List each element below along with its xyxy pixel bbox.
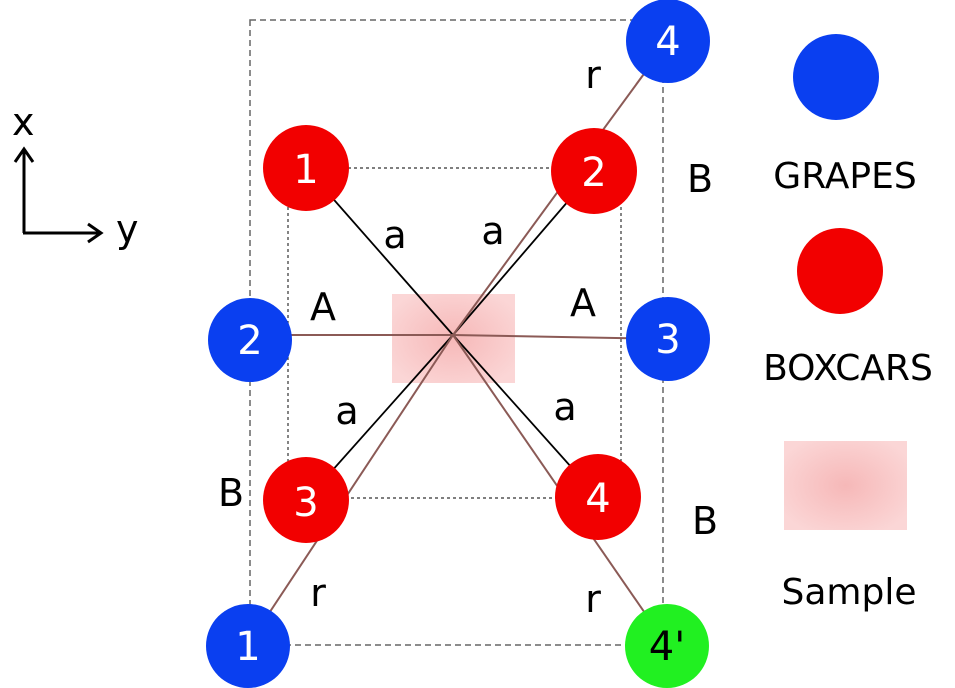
- legend-sample-swatch: [784, 441, 907, 530]
- y-axis-label: y: [116, 207, 139, 251]
- distance-a-lower-left: a: [335, 389, 358, 433]
- x-axis-arrowhead: [13, 146, 35, 163]
- legend-sample-label: Sample: [782, 572, 917, 613]
- grape-markers: 4 2 3 1 4': [206, 0, 710, 688]
- distance-a-upper-left: a: [383, 213, 406, 257]
- grape-marker-4p: 4': [625, 604, 709, 688]
- grape-marker-2: 2: [208, 298, 292, 382]
- grape-4p-label: 4': [649, 624, 685, 670]
- boxcar-1-label: 1: [293, 147, 318, 193]
- legend: GRAPES BOXCARS Sample: [763, 34, 933, 613]
- y-axis-arrowhead: [87, 222, 104, 244]
- boxcar-2-label: 2: [581, 150, 606, 196]
- distance-A-right: A: [570, 281, 596, 325]
- distance-labels: a a a a A A B B B r r r: [218, 53, 718, 621]
- legend-boxcars-swatch: [797, 228, 883, 314]
- legend-grapes-label: GRAPES: [773, 156, 916, 197]
- sample-square: [392, 294, 515, 383]
- boxcar-marker-2: 2: [551, 128, 637, 214]
- axis-indicator: x y: [12, 100, 139, 251]
- grape-marker-4: 4: [626, 0, 710, 83]
- distance-A-left: A: [310, 285, 336, 329]
- grape-1-label: 1: [235, 624, 260, 670]
- grape-4-label: 4: [655, 19, 680, 65]
- boxcar-marker-4: 4: [555, 454, 641, 540]
- boxcar-markers: 1 2 3 4: [263, 125, 641, 543]
- grape-marker-1: 1: [206, 604, 290, 688]
- line-grape-1: [247, 334, 454, 646]
- distance-r-bottom-right: r: [585, 577, 601, 621]
- grape-3-label: 3: [655, 317, 680, 363]
- distance-r-bottom-left: r: [310, 571, 326, 615]
- grape-marker-3: 3: [626, 297, 710, 381]
- boxcar-marker-3: 3: [263, 457, 349, 543]
- distance-a-upper-right: a: [481, 209, 504, 253]
- distance-B-left: B: [218, 471, 244, 515]
- boxcar-3-label: 3: [293, 480, 318, 526]
- legend-grapes-swatch: [793, 34, 879, 120]
- distance-a-lower-right: a: [553, 385, 576, 429]
- boxcar-4-label: 4: [585, 476, 610, 522]
- distance-B-upper-right: B: [687, 157, 713, 201]
- distance-r-top: r: [585, 53, 601, 97]
- x-axis-label: x: [12, 100, 35, 144]
- boxcar-marker-1: 1: [263, 125, 349, 211]
- legend-boxcars-label: BOXCARS: [763, 348, 933, 389]
- grape-2-label: 2: [237, 318, 262, 364]
- distance-B-lower-right: B: [692, 499, 718, 543]
